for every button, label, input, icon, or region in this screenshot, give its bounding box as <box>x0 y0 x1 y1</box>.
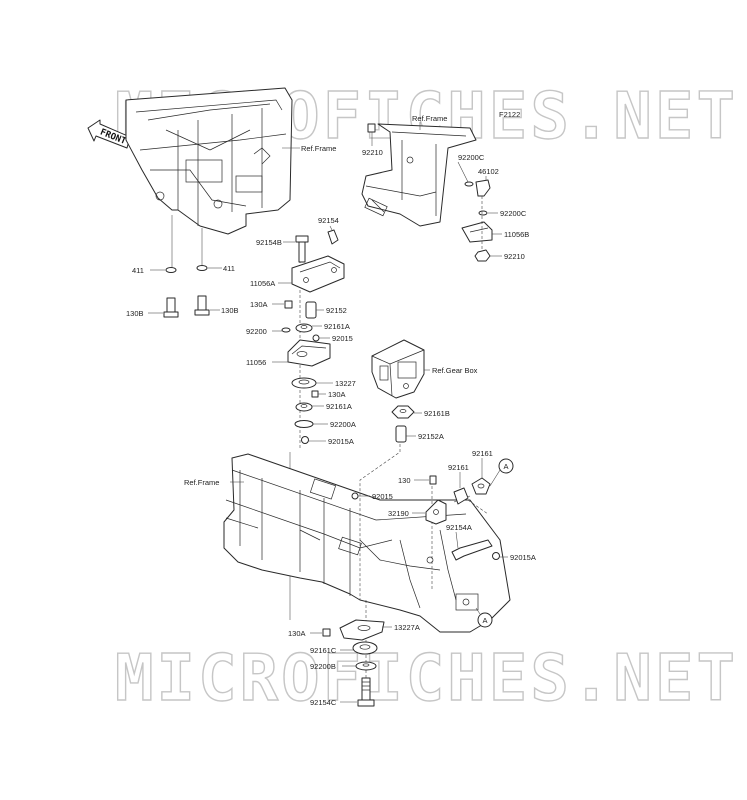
label-callout-a-lower: A <box>483 616 488 625</box>
bolt-92210-left <box>367 123 376 133</box>
label-92200c-top: 92200C <box>458 153 485 162</box>
damper-92161-inner <box>453 487 469 505</box>
label-130b-right: 130B <box>221 306 239 315</box>
bolt-130a-mid <box>311 390 319 398</box>
bracket-11056a <box>291 255 345 293</box>
label-ref-gear-box: Ref.Gear Box <box>432 366 478 375</box>
damper-92161a-upper <box>295 323 313 333</box>
label-92200b: 92200B <box>310 662 336 671</box>
bolt-92154a <box>451 539 493 561</box>
label-92161-outer: 92161 <box>472 449 493 458</box>
label-92161-inner: 92161 <box>448 463 469 472</box>
label-130b-left: 130B <box>126 309 144 318</box>
callout-a-lower <box>477 612 493 628</box>
label-92015-frame: 92015 <box>372 492 393 501</box>
label-130a-lower: 130A <box>288 629 306 638</box>
label-13227a: 13227A <box>394 623 420 632</box>
bolt-130a-upper <box>284 300 293 309</box>
label-92154c: 92154C <box>310 698 337 707</box>
label-92161a-lower: 92161A <box>326 402 352 411</box>
label-92015a-right: 92015A <box>510 553 536 562</box>
label-92200: 92200 <box>246 327 267 336</box>
label-130-right: 130 <box>398 476 411 485</box>
damper-92161b <box>391 405 415 419</box>
nut-92210-right <box>474 249 491 262</box>
stay-46102 <box>475 179 491 197</box>
label-92200c-bottom: 92200C <box>500 209 527 218</box>
bolt-92154c <box>357 677 375 707</box>
washer-92200 <box>281 327 291 333</box>
washer-92200c-top <box>464 181 474 187</box>
gear-box-bracket <box>371 339 425 399</box>
damper-92161c <box>352 641 378 655</box>
holder-13227 <box>291 377 317 389</box>
bolt-92154b <box>295 235 309 263</box>
bolt-92154 <box>327 229 339 245</box>
label-92161b: 92161B <box>424 409 450 418</box>
label-11056: 11056 <box>246 358 266 367</box>
label-11056b: 11056B <box>504 230 529 239</box>
label-ref-frame-right: Ref.Frame <box>412 114 447 123</box>
label-92015a-center: 92015A <box>328 437 354 446</box>
label-92200a: 92200A <box>330 420 356 429</box>
label-11056a: 11056A <box>250 279 275 288</box>
label-92161a-upper: 92161A <box>324 322 350 331</box>
label-callout-a-upper: A <box>504 462 509 471</box>
washer-411-right <box>196 265 208 271</box>
label-92152a: 92152A <box>418 432 444 441</box>
nut-92015a-center <box>301 436 309 444</box>
nut-92015a-right <box>492 552 500 560</box>
washer-92200c-bottom <box>478 210 488 216</box>
washer-92200a <box>294 420 314 428</box>
bolt-130b-left <box>163 297 179 318</box>
label-46102: 46102 <box>478 167 499 176</box>
label-92154a: 92154A <box>446 523 472 532</box>
label-92152: 92152 <box>326 306 347 315</box>
label-130a-mid: 130A <box>328 390 346 399</box>
washer-92200b <box>355 661 377 671</box>
label-13227: 13227 <box>335 379 356 388</box>
bolt-130a-lower <box>322 628 331 637</box>
label-92210-right: 92210 <box>504 252 525 261</box>
label-92015-upper: 92015 <box>332 334 353 343</box>
damper-92161a-lower <box>295 402 313 412</box>
label-92210-left: 92210 <box>362 148 383 157</box>
nut-92015-frame <box>351 492 359 500</box>
bolt-130-right <box>429 475 437 485</box>
label-ref-frame-bottom: Ref.Frame <box>184 478 219 487</box>
holder-13227a <box>339 619 385 641</box>
label-411-right: 411 <box>223 264 235 273</box>
collar-92152a <box>395 425 407 443</box>
nut-92015-upper <box>312 334 320 342</box>
label-92154: 92154 <box>318 216 339 225</box>
bracket-32190 <box>425 499 447 525</box>
label-92154b: 92154B <box>256 238 282 247</box>
bracket-11056b <box>461 221 493 243</box>
label-411-left: 411 <box>132 266 144 275</box>
main-frame <box>223 453 511 633</box>
washer-411-left <box>165 267 177 273</box>
label-ref-frame-top: Ref.Frame <box>301 144 336 153</box>
damper-92161-outer <box>471 477 491 495</box>
watermark-bottom: MICROFICHES.NET <box>115 642 738 716</box>
callout-a-upper <box>498 458 514 474</box>
label-130a-upper: 130A <box>250 300 268 309</box>
rear-frame-section <box>361 123 477 227</box>
label-32190: 32190 <box>388 509 409 518</box>
diagram-code: F2122 <box>499 110 520 119</box>
collar-92152 <box>305 301 317 319</box>
bolt-130b-right <box>194 295 210 316</box>
label-92161c: 92161C <box>310 646 337 655</box>
front-frame-assembly <box>125 87 293 235</box>
bracket-11056 <box>287 339 331 367</box>
